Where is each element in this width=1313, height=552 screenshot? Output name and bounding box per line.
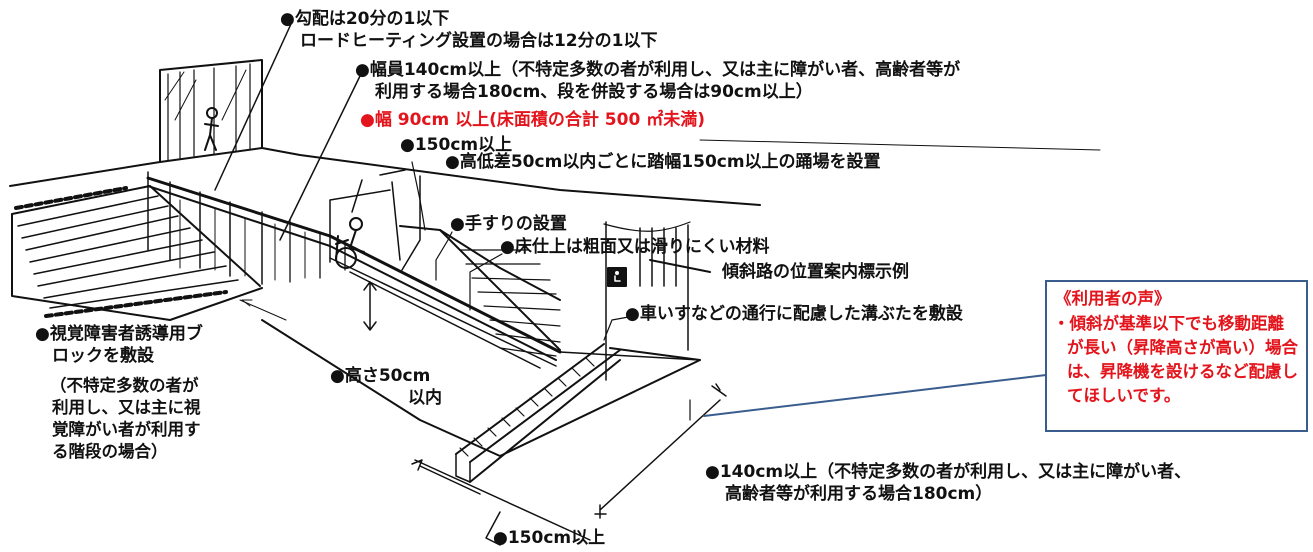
height-label-line1: ●高さ50cm: [330, 366, 431, 386]
drain-cover-label: ●車いすなどの通行に配慮した溝ぶたを敷設: [625, 304, 963, 324]
width-label-line1: ●幅員140cm以上（不特定多数の者が利用し、又は主に障がい者、高齢者等が: [355, 60, 961, 80]
user-voice-text: ・傾斜が基準以下でも移動距離が長い（昇降高さが高い）場合は、昇降機を設けるなど配…: [1053, 314, 1298, 405]
lower-landing: [261, 319, 701, 483]
tactile-label-line2: ロックを敷設: [52, 346, 154, 366]
wheelchair-user: [335, 217, 365, 269]
landing-rule-label: ●高低差50cm以内ごとに踏幅150cm以上の踊場を設置: [445, 152, 881, 172]
entrance-doors: [159, 59, 263, 163]
wheelchair-icon: [607, 267, 627, 287]
height-label-line2: 以内: [408, 388, 442, 408]
bottom-width-label-line1: ●140cm以上（不特定多数の者が利用し、又は主に障がい者、: [705, 462, 1192, 482]
tactile-note-line1: （不特定多数の者が: [50, 376, 199, 395]
tactile-note-line3: 覚障がい者が利用す: [52, 420, 201, 439]
bottom-150-label: ●150cm以上: [493, 528, 606, 548]
bottom-width-label-line2: 高齢者等が利用する場合180cm）: [725, 484, 993, 504]
user-voice-callout: 《利用者の声》 ・傾斜が基準以下でも移動距離が長い（昇降高さが高い）場合は、昇降…: [1045, 280, 1308, 432]
tactile-note-line2: 利用し、又は主に視: [52, 398, 201, 417]
sign-example-label: 傾斜路の位置案内標示例: [722, 262, 909, 282]
floor-finish-label: ●床仕上は粗面又は滑りにくい材料: [500, 237, 770, 257]
width-small-floor-label: ●幅 90cm 以上(床面積の合計 500 ㎡未満): [360, 110, 705, 130]
user-voice-title: 《利用者の声》: [1055, 289, 1171, 308]
gradient-label: ●勾配は20分の1以下: [280, 9, 450, 29]
width-label-line2: 利用する場合180cm、段を併設する場合は90cm以上）: [375, 82, 813, 102]
stairs: [11, 185, 287, 321]
tactile-label-line1: ●視覚障害者誘導用ブ: [35, 324, 203, 344]
gradient-heating-label: ロードヒーティング設置の場合は12分の1以下: [300, 31, 658, 51]
tactile-note-line4: る階段の場合）: [52, 442, 168, 461]
landing-150-label: ●150cm以上: [400, 135, 513, 155]
handrail-label: ●手すりの設置: [450, 214, 567, 234]
